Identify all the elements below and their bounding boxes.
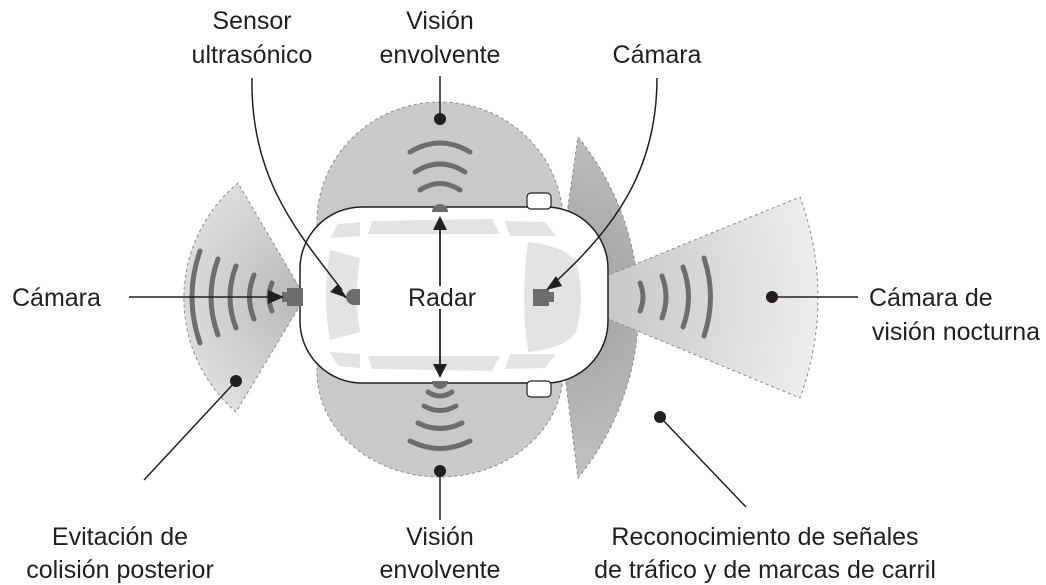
label-rear-collision-1: Evitación de xyxy=(52,523,188,551)
label-sensor-ultrasonico-1: Sensor xyxy=(212,7,291,35)
radar-arrows xyxy=(433,216,447,378)
arrowheads xyxy=(268,276,562,304)
front-camera-icon xyxy=(533,289,554,306)
label-radar: Radar xyxy=(408,284,476,312)
rear-camera-icon xyxy=(282,288,303,306)
label-rear-collision-2: colisión posterior xyxy=(26,556,214,584)
waves-bottom xyxy=(407,389,473,451)
label-sensor-ultrasonico-2: ultrasónico xyxy=(192,41,313,69)
label-camara-left: Cámara xyxy=(12,284,101,312)
label-camara-top: Cámara xyxy=(613,41,702,69)
label-night-vision-2: visión nocturna xyxy=(872,318,1040,346)
label-traffic-signs-2: de tráfico y de marcas de carril xyxy=(594,556,936,584)
label-traffic-signs-1: Reconocimiento de señales xyxy=(611,523,918,551)
leader-lines xyxy=(129,76,858,520)
waves-top xyxy=(407,140,473,193)
label-vision-top-2: envolvente xyxy=(380,41,501,69)
label-vision-top-1: Visión xyxy=(406,7,474,35)
label-night-vision-1: Cámara de xyxy=(869,284,993,312)
waves-front xyxy=(637,255,713,339)
label-vision-bottom-1: Visión xyxy=(406,523,474,551)
label-vision-bottom-2: envolvente xyxy=(380,556,501,584)
sensor-marker-top xyxy=(432,204,448,212)
sensor-marker-bottom xyxy=(432,381,448,389)
